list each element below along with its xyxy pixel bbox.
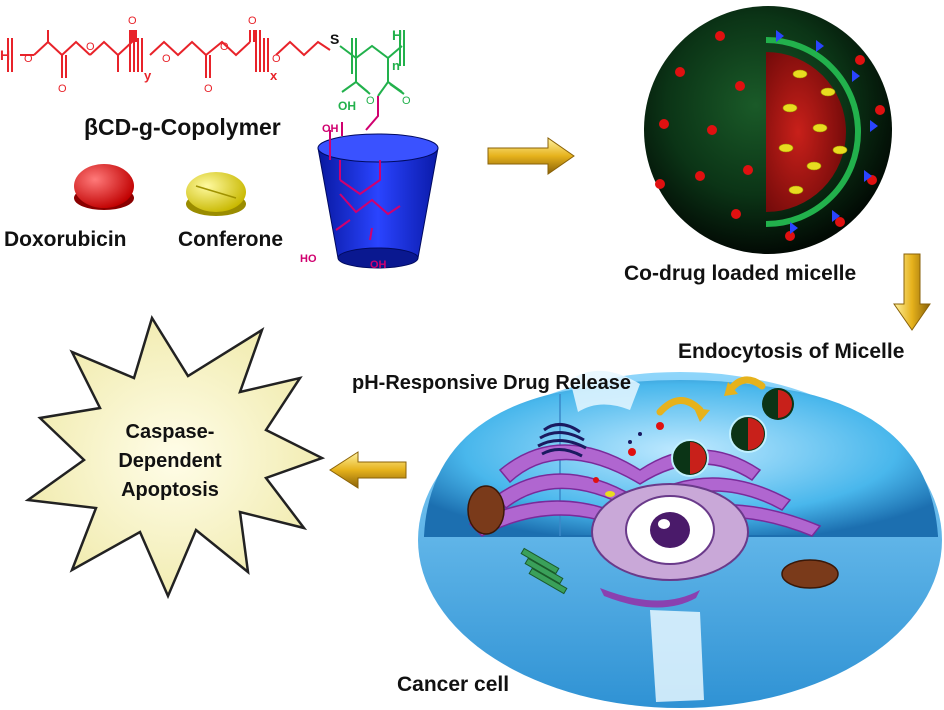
atom-o-acid: O bbox=[366, 95, 375, 107]
atom-o-2: O bbox=[86, 41, 95, 53]
atom-o-5: O bbox=[162, 53, 171, 65]
cd-oh-bottom: OH bbox=[370, 259, 387, 271]
atom-o-7: O bbox=[220, 41, 229, 53]
red-tablet-icon bbox=[74, 164, 134, 210]
endocytosis-label: Endocytosis of Micelle bbox=[678, 340, 905, 363]
mitochondrion bbox=[467, 485, 505, 535]
atom-o-3: O bbox=[58, 83, 67, 95]
polyester-backbone bbox=[7, 30, 331, 78]
atom-o-8: O bbox=[248, 15, 257, 27]
yellow-tablet-icon bbox=[186, 172, 246, 216]
repeat-subscript-y: y bbox=[144, 68, 152, 83]
repeat-subscript-n: n bbox=[392, 58, 400, 73]
released-drugs bbox=[593, 422, 664, 497]
repeat-subscript-x: x bbox=[270, 68, 278, 83]
ph-release-label: pH-Responsive Drug Release bbox=[352, 372, 631, 394]
grafted-acrylic-segment bbox=[339, 30, 405, 97]
atom-o-ester: O bbox=[402, 95, 411, 107]
chain-end-h-left: H bbox=[0, 47, 10, 63]
chain-end-h-right: H bbox=[392, 27, 402, 43]
nucleus bbox=[591, 483, 749, 581]
atom-o-4: O bbox=[128, 15, 137, 27]
apoptosis-starburst bbox=[24, 314, 326, 600]
gold-arrow-down-icon bbox=[893, 253, 931, 331]
cd-oh-top: OH bbox=[322, 123, 339, 135]
surface-cyclodextrin-marks bbox=[776, 30, 878, 234]
cancer-cell-label: Cancer cell bbox=[397, 673, 510, 696]
sulfur-atom: S bbox=[330, 31, 339, 47]
gold-arrow-left-icon bbox=[329, 451, 407, 489]
conferone-label: Conferone bbox=[178, 228, 283, 251]
atom-o-1: O bbox=[24, 53, 33, 65]
atom-o-9: O bbox=[272, 53, 281, 65]
core-conferone-dots bbox=[778, 69, 848, 195]
lower-organelle bbox=[600, 588, 700, 608]
doxorubicin-label: Doxorubicin bbox=[4, 228, 127, 251]
cd-ho-left: HO bbox=[300, 253, 317, 265]
apoptosis-label: Caspase-Dependent Apoptosis bbox=[118, 421, 222, 501]
endocytosed-micelles bbox=[671, 388, 794, 477]
membrane-rupture-top bbox=[570, 370, 640, 412]
cyclodextrin-cone-icon: OH HO OH bbox=[300, 122, 439, 271]
acid-oh-label: OH bbox=[338, 99, 356, 113]
endoplasmic-reticulum bbox=[537, 423, 587, 458]
cd-linker bbox=[365, 96, 379, 131]
mitochondrion-lower bbox=[781, 559, 839, 589]
micelle-label: Co-drug loaded micelle bbox=[624, 262, 857, 285]
centrioles bbox=[520, 547, 568, 595]
gold-arrow-icon bbox=[487, 137, 575, 175]
endocytosis-arrowheads bbox=[694, 382, 738, 422]
membrane-rupture-bottom bbox=[650, 610, 704, 702]
copolymer-label: βCD-g-Copolymer bbox=[84, 114, 281, 140]
copolymer-structure: O O O O O O O O O H y x S H n OH O O bbox=[0, 15, 411, 131]
atom-o-6: O bbox=[204, 83, 213, 95]
co-drug-micelle bbox=[644, 6, 892, 254]
cancer-cell bbox=[418, 370, 942, 708]
shell-doxorubicin-dots bbox=[655, 31, 885, 241]
